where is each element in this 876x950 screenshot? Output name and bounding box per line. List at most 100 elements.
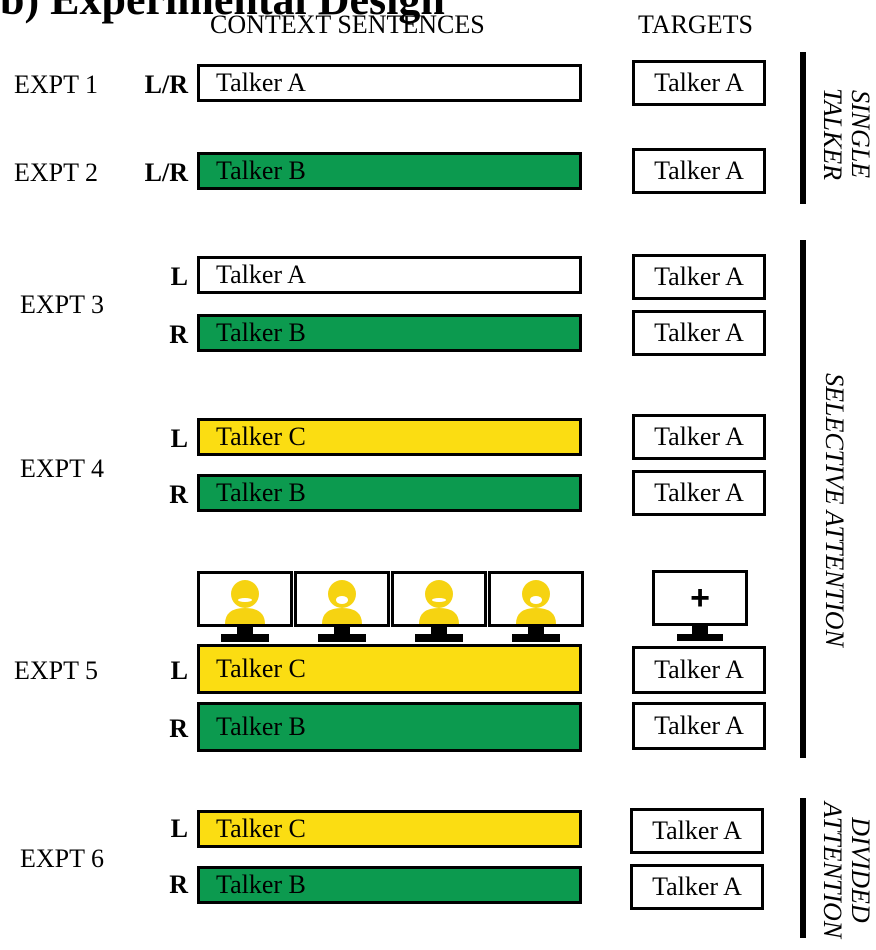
target-label: Talker A	[654, 478, 744, 507]
expt-5-context-left: Talker C	[197, 644, 582, 694]
talker-mouth	[530, 596, 542, 604]
talker-face-icon	[322, 580, 362, 624]
expt-6-context-left: Talker C	[197, 810, 582, 848]
video-monitor	[488, 571, 584, 627]
expt-5-context-right: Talker B	[197, 702, 582, 752]
expt-6-side-right: R	[169, 870, 188, 899]
expt-2-label: EXPT 2	[14, 158, 99, 187]
expt-5-target-left: Talker A	[632, 646, 766, 694]
expt-2-target-box: Talker A	[632, 148, 766, 194]
divided-attention-label: DIVIDED ATTENTION	[818, 790, 875, 950]
context-label: Talker B	[216, 478, 306, 507]
expt-3-target-left: Talker A	[632, 254, 766, 300]
monitor-base	[415, 634, 463, 642]
context-label: Talker B	[216, 712, 306, 741]
expt-1-target-box: Talker A	[632, 60, 766, 106]
talker-body	[419, 608, 459, 624]
target-label: Talker A	[654, 318, 744, 347]
video-monitor	[294, 571, 390, 627]
expt-6-context-right: Talker B	[197, 866, 582, 904]
talker-body	[516, 608, 556, 624]
figure-title: b) Experimental Design	[0, 0, 445, 25]
context-label: Talker A	[216, 68, 306, 97]
group-label-line: SINGLE	[846, 89, 875, 179]
target-label: Talker A	[654, 655, 744, 684]
expt-1-side: L/R	[144, 70, 188, 99]
talker-body	[225, 608, 265, 624]
expt-3-context-left: Talker A	[197, 256, 582, 294]
monitor-neck	[692, 626, 708, 634]
expt-2-side: L/R	[144, 158, 188, 187]
selective-attention-label: SELECTIVE ATTENTION	[820, 373, 849, 647]
monitor-base	[512, 634, 560, 642]
video-monitor	[391, 571, 487, 627]
talker-head	[425, 580, 453, 608]
talker-body	[322, 608, 362, 624]
target-label: Talker A	[654, 68, 744, 97]
expt-3-label: EXPT 3	[20, 290, 105, 319]
target-label: Talker A	[652, 872, 742, 901]
expt-3-context-right: Talker B	[197, 314, 582, 352]
context-label: Talker B	[216, 318, 306, 347]
selective-attention-bracket	[800, 240, 806, 758]
expt-4-context-left: Talker C	[197, 418, 582, 456]
talker-mouth	[336, 596, 348, 604]
divided-attention-bracket	[800, 798, 806, 938]
expt-4-label: EXPT 4	[20, 454, 105, 483]
context-label: Talker C	[216, 814, 306, 843]
group-label-line: ATTENTION	[818, 801, 847, 939]
group-label-line: TALKER	[818, 88, 847, 180]
expt-1-context-box: Talker A	[197, 64, 582, 102]
expt-6-label: EXPT 6	[20, 844, 105, 873]
target-label: Talker A	[654, 156, 744, 185]
monitor-neck	[237, 627, 253, 635]
expt-5-side-right: R	[169, 714, 188, 743]
fixation-cross-icon: +	[690, 579, 710, 617]
talker-head	[522, 580, 550, 608]
expt-4-target-right: Talker A	[632, 470, 766, 516]
expt-4-context-right: Talker B	[197, 474, 582, 512]
talker-head	[328, 580, 356, 608]
context-label: Talker A	[216, 260, 306, 289]
expt-6-target-left: Talker A	[630, 808, 764, 854]
talker-face-icon	[419, 580, 459, 624]
context-label: Talker C	[216, 422, 306, 451]
expt-6-target-right: Talker A	[630, 864, 764, 910]
monitor-neck	[334, 627, 350, 635]
expt-5-label: EXPT 5	[14, 656, 99, 685]
video-monitor	[197, 571, 293, 627]
context-sentences-header: CONTEXT SENTENCES	[210, 10, 485, 39]
talker-mouth	[238, 598, 252, 602]
target-label: Talker A	[652, 816, 742, 845]
fixation-monitor: +	[652, 570, 748, 626]
target-label: Talker A	[654, 711, 744, 740]
target-label: Talker A	[654, 422, 744, 451]
monitor-base	[221, 634, 269, 642]
expt-1-label: EXPT 1	[14, 70, 99, 99]
expt-4-side-left: L	[170, 424, 188, 453]
talker-face-icon	[225, 580, 265, 624]
group-label-line: DIVIDED	[846, 817, 875, 923]
expt-3-target-right: Talker A	[632, 310, 766, 356]
expt-5-target-right: Talker A	[632, 702, 766, 750]
monitor-base	[677, 634, 723, 641]
monitor-neck	[528, 627, 544, 635]
expt-4-side-right: R	[169, 480, 188, 509]
expt-3-side-right: R	[169, 320, 188, 349]
monitor-neck	[431, 627, 447, 635]
monitor-base	[318, 634, 366, 642]
context-label: Talker B	[216, 870, 306, 899]
expt-2-context-box: Talker B	[197, 152, 582, 190]
talker-mouth	[432, 598, 446, 602]
targets-header: TARGETS	[638, 10, 753, 39]
expt-5-side-left: L	[170, 656, 188, 685]
talker-head	[231, 580, 259, 608]
single-talker-bracket	[800, 52, 806, 204]
single-talker-label: SINGLE TALKER	[818, 64, 875, 204]
talker-face-icon	[516, 580, 556, 624]
expt-3-side-left: L	[170, 262, 188, 291]
context-label: Talker B	[216, 156, 306, 185]
expt-4-target-left: Talker A	[632, 414, 766, 460]
context-label: Talker C	[216, 654, 306, 683]
target-label: Talker A	[654, 262, 744, 291]
